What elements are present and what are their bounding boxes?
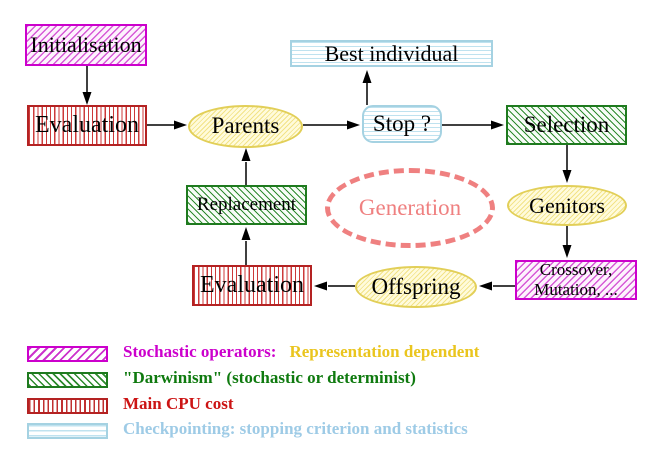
- red-stripes-swatch-icon: [27, 398, 108, 414]
- node-replacement-label: Replacement: [196, 194, 297, 216]
- node-genitors: Genitors: [507, 185, 627, 226]
- node-crossover-line2: Mutation, ...: [534, 280, 618, 299]
- arrow-offspring-to-evaluation: [314, 281, 355, 291]
- node-evaluation-top: Evaluation: [27, 105, 147, 146]
- arrow-selection-to-genitors: [562, 145, 572, 183]
- node-initialisation-label: Initialisation: [30, 32, 142, 58]
- cyan-stripes-swatch-icon: [27, 423, 108, 439]
- legend-darwinism-label: "Darwinism" (stochastic or determinist): [123, 368, 416, 387]
- node-evaluation-bottom: Evaluation: [192, 265, 312, 306]
- node-offspring: Offspring: [355, 266, 477, 308]
- legend-cpu-label: Main CPU cost: [123, 394, 234, 413]
- node-crossover-line1: Crossover,: [539, 260, 613, 280]
- node-replacement: Replacement: [186, 185, 307, 225]
- node-selection: Selection: [506, 105, 627, 145]
- node-initialisation: Initialisation: [25, 24, 147, 66]
- arrow-parents-to-stop: [303, 120, 360, 130]
- node-stop-label: Stop ?: [372, 110, 432, 136]
- arrow-stop-to-selection: [442, 120, 504, 130]
- node-evaluation-top-label: Evaluation: [35, 111, 139, 138]
- legend-stochastic-label: Stochastic operators:: [123, 342, 277, 361]
- magenta-hatch-swatch-icon: [27, 346, 108, 362]
- arrow-replacement-to-parents: [241, 148, 251, 185]
- generation-label: Generation: [358, 195, 462, 220]
- node-genitors-label: Genitors: [529, 192, 605, 218]
- node-offspring-label: Offspring: [371, 273, 461, 299]
- arrow-crossover-to-offspring: [479, 281, 515, 291]
- arrow-stop-to-best-individual: [362, 70, 372, 105]
- generation-loop-ellipse: Generation: [325, 168, 495, 248]
- arrow-evaluation-to-parents: [147, 120, 187, 130]
- node-stop: Stop ?: [362, 105, 442, 143]
- arrow-genitors-to-crossover: [562, 226, 572, 258]
- node-parents: Parents: [188, 105, 303, 148]
- legend-representation-label: Representation dependent: [289, 342, 480, 361]
- node-evaluation-bottom-label: Evaluation: [200, 271, 304, 298]
- node-best-individual-label: Best individual: [324, 40, 459, 66]
- legend-checkpointing-label: Checkpointing: stopping criterion and st…: [123, 419, 468, 438]
- arrow-initialisation-to-evaluation: [82, 66, 92, 105]
- node-best-individual: Best individual: [290, 40, 493, 67]
- arrow-evaluation-to-replacement: [241, 227, 251, 265]
- node-parents-label: Parents: [211, 113, 280, 139]
- green-hatch-swatch-icon: [27, 372, 108, 388]
- node-crossover-mutation: Crossover, Mutation, ...: [515, 260, 637, 300]
- node-selection-label: Selection: [523, 111, 610, 137]
